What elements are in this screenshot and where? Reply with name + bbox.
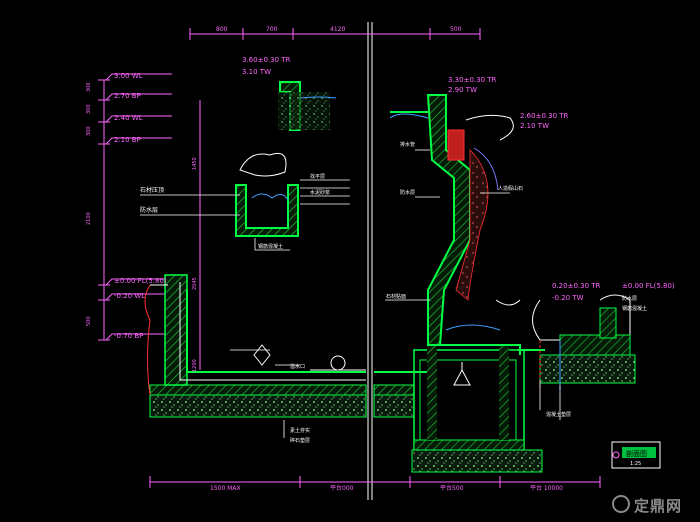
level-2-10: 2.10 BP (114, 136, 141, 144)
cascade-wall (389, 94, 521, 355)
level-neg-0-70: -0.70 BP (114, 332, 143, 340)
dim-left-4: 1450 (192, 157, 198, 170)
note-right-2: 防水层 (622, 295, 637, 302)
dim-bottom-2: 平台000 (330, 484, 354, 492)
dim-left-3: 300 (86, 126, 92, 136)
right-pool-basin (373, 345, 543, 473)
level-0-00: ±0.00 FL(5.80) (114, 277, 167, 285)
note-bottom-3: 混凝土垫层 (546, 411, 571, 418)
text-layer: 800 700 4120 500 1500 MAX 平台000 平台500 平台… (86, 26, 675, 492)
mid-right-label-1: 2.60±0.30 TR (520, 112, 569, 120)
dim-left-2: 300 (86, 104, 92, 114)
watermark-logo-icon (611, 495, 630, 513)
level-3-00: 3.00 WL (114, 72, 143, 80)
dim-left-8: 1200 (192, 359, 198, 372)
note-mid-4: 溢水口 (290, 363, 305, 370)
bottom-dimension-line (149, 476, 601, 488)
dim-bottom-3: 平台500 (440, 484, 464, 492)
left-dimension-chain (98, 79, 201, 370)
dim-top-1: 800 (216, 26, 228, 33)
upper-left-label-1: 3.60±0.30 TR (242, 56, 291, 64)
watermark: 定鼎网 (611, 495, 682, 516)
note-right-3: 钢筋混凝土 (622, 305, 647, 312)
left-pool-basin (144, 274, 367, 418)
right-label-2: ±0.00 FL(5.80) (622, 282, 675, 290)
dim-left-1: 300 (86, 82, 92, 92)
upper-mid-label-1: 3.30±0.30 TR (448, 76, 497, 84)
dim-bottom-1: 1500 MAX (210, 485, 241, 492)
right-label-3: -0.20 TW (552, 294, 584, 302)
note-mid-2: 防水层 (400, 189, 415, 196)
upper-left-planter-detail (278, 81, 337, 131)
upper-left-label-2: 3.10 TW (242, 68, 271, 76)
note-mid-3: 石材贴面 (386, 293, 406, 300)
right-planter-detail (518, 294, 636, 390)
leader-lines (140, 149, 561, 438)
mid-right-label-2: 2.10 TW (520, 122, 549, 130)
note-left-4: 水泥砂浆 (310, 189, 330, 196)
note-left-2: 防水层 (140, 206, 158, 214)
dim-bottom-4: 平台 10000 (530, 484, 563, 492)
note-mid-1: 排水管 (400, 141, 415, 148)
note-left-1: 石材压顶 (140, 186, 164, 194)
section-tag-scale: 1:25 (630, 461, 641, 467)
note-right-1: 人造假山石 (498, 185, 523, 192)
section-tag (611, 441, 661, 469)
dim-left-5: 2100 (86, 212, 92, 225)
section-tag-title: 剖面图 (626, 449, 647, 458)
dim-top-4: 500 (450, 26, 462, 33)
watermark-text: 定鼎网 (633, 497, 682, 515)
top-dimension-line (189, 28, 481, 40)
upper-mid-label-2: 2.90 TW (448, 86, 477, 94)
note-left-3: 找平层 (310, 173, 325, 180)
level-neg-0-20: -0.20 WL (114, 292, 145, 300)
right-label-1: 0.20±0.30 TR (552, 282, 601, 290)
level-2-70: 2.70 BP (114, 92, 141, 100)
dim-left-7: 500 (86, 316, 92, 326)
dim-left-6: 2045 (192, 277, 198, 290)
drain-symbol (253, 344, 366, 371)
level-2-40: 2.40 WL (114, 114, 143, 122)
note-left-5: 钢筋混凝土 (258, 243, 283, 250)
note-bottom-2: 碎石垫层 (290, 437, 310, 444)
center-break-line (367, 22, 373, 500)
dim-top-3: 4120 (330, 26, 345, 33)
level-markers-left (105, 73, 172, 341)
mid-left-planter-detail (235, 152, 299, 237)
dim-top-2: 700 (266, 26, 278, 33)
note-bottom-1: 素土夯实 (290, 427, 310, 434)
